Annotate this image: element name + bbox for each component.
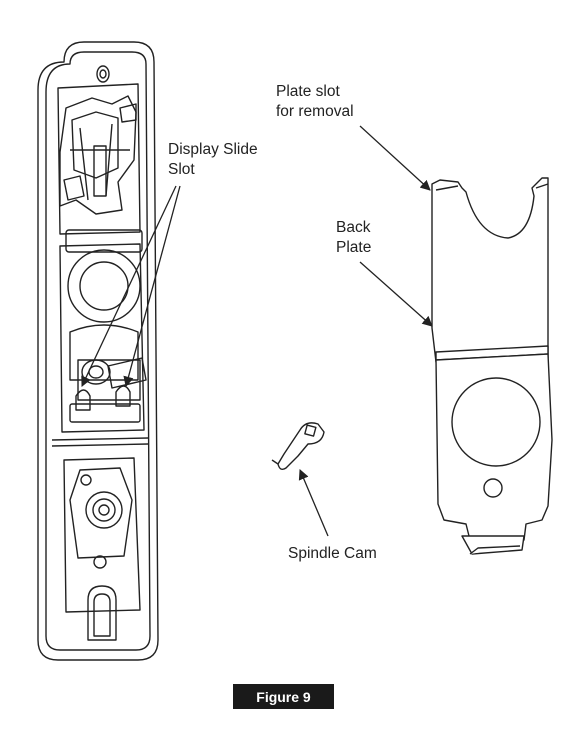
spindle-cam-part bbox=[271, 422, 325, 471]
spindle-cam-label: Spindle Cam bbox=[288, 545, 377, 562]
callout-arrows bbox=[81, 125, 433, 537]
plate-slot-label-line-1: Plate slot bbox=[276, 83, 340, 100]
figure-caption-text: Figure 9 bbox=[256, 688, 311, 705]
display-slide-slot-label: Display Slide Slot bbox=[168, 140, 258, 180]
display-slide-arrow-1 bbox=[81, 185, 177, 387]
back-plate-label-line-1: Back bbox=[336, 219, 371, 236]
back-plate bbox=[431, 177, 553, 555]
back-plate-label: Back Plate bbox=[336, 218, 371, 258]
plate-slot-label: Plate slot for removal bbox=[276, 82, 354, 122]
back-plate-label-line-2: Plate bbox=[336, 239, 372, 256]
plate-slot-arrow bbox=[359, 125, 431, 191]
display-slide-arrow-2 bbox=[123, 185, 181, 388]
display-slide-slot-label-line-1: Display Slide bbox=[168, 141, 258, 158]
display-slide-slot-label-line-2: Slot bbox=[168, 161, 195, 178]
figure-caption: Figure 9 bbox=[233, 684, 334, 709]
spindle-cam-arrow bbox=[298, 469, 329, 537]
back-plate-arrow bbox=[359, 261, 433, 327]
plate-slot-label-line-2: for removal bbox=[276, 103, 354, 120]
